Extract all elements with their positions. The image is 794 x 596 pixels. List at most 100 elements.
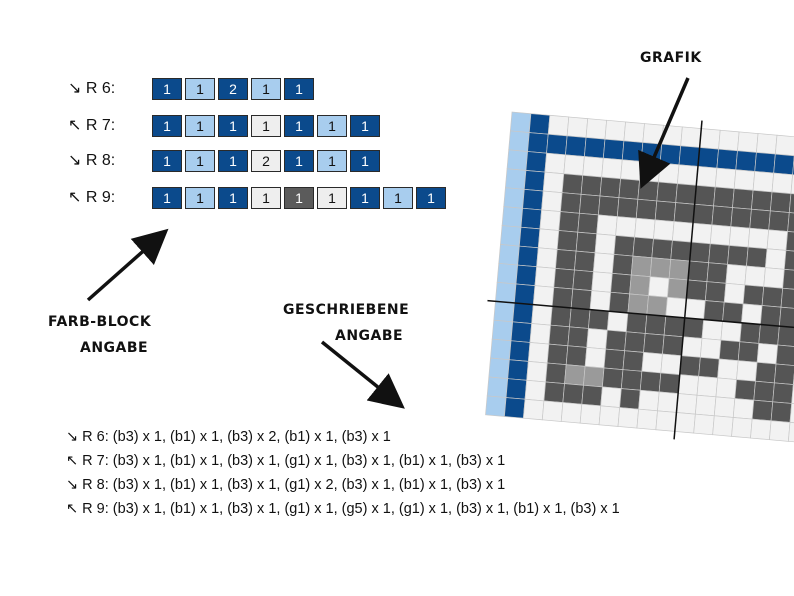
color-block-g5: 1 xyxy=(284,187,314,209)
grid-cell xyxy=(485,395,507,417)
grid-cell xyxy=(567,326,589,348)
grid-cell xyxy=(750,418,772,441)
grid-cell xyxy=(694,184,716,207)
grid-cell xyxy=(532,285,555,307)
color-block-b1: 1 xyxy=(251,78,281,100)
grid-cell xyxy=(657,391,679,413)
caption-geschriebene-angabe: ANGABE xyxy=(335,328,404,344)
grid-cell xyxy=(527,342,550,364)
grid-cell xyxy=(649,257,672,279)
row-label: ↘ R 6: xyxy=(68,80,116,97)
grid-cell xyxy=(639,370,662,393)
grid-cell xyxy=(789,403,794,425)
grid-cell xyxy=(615,216,637,238)
grid-cell xyxy=(635,198,658,221)
color-block-b1: 1 xyxy=(185,115,215,137)
grid-cell xyxy=(681,336,703,358)
grid-cell xyxy=(678,145,701,167)
grid-cell xyxy=(768,210,790,232)
grid-cell xyxy=(753,380,775,403)
grid-cell xyxy=(697,147,719,169)
grid-cell xyxy=(598,405,621,427)
grid-cell xyxy=(622,350,644,372)
grid-cell xyxy=(655,410,677,432)
grid-cell xyxy=(672,221,694,243)
color-block-b3: 1 xyxy=(284,150,314,172)
grid-cell xyxy=(723,282,746,305)
grid-cell xyxy=(584,347,607,369)
grid-cell xyxy=(780,287,794,310)
color-block-g1: 2 xyxy=(251,150,281,172)
color-block-g1: 1 xyxy=(251,115,281,137)
arrow-farb-block xyxy=(86,228,169,302)
grid-cell xyxy=(722,301,744,324)
grid-cell xyxy=(637,179,659,202)
grid-cell xyxy=(606,310,629,333)
grid-cell xyxy=(785,231,794,253)
grid-cell xyxy=(703,300,725,322)
grid-cell xyxy=(541,400,564,422)
grid-cell xyxy=(754,152,776,174)
grid-cell xyxy=(546,133,568,156)
grid-cell xyxy=(706,262,728,284)
grid-cell xyxy=(720,320,742,343)
grid-cell xyxy=(744,265,766,287)
grid-cell xyxy=(582,156,604,178)
grid-cell xyxy=(765,248,787,270)
grid-cell xyxy=(742,284,765,306)
grid-cell xyxy=(638,389,660,412)
grid-cell xyxy=(577,212,599,235)
grid-cell xyxy=(605,329,627,352)
grid-cell xyxy=(791,384,794,406)
color-block-b3: 1 xyxy=(152,115,182,137)
grid-cell xyxy=(597,195,620,217)
color-block-b1: 1 xyxy=(185,150,215,172)
grid-cell xyxy=(737,131,759,153)
grid-cell xyxy=(694,394,717,417)
grid-cell xyxy=(712,415,734,437)
grid-cell xyxy=(654,200,677,222)
grid-cell xyxy=(693,413,715,436)
grid-cell xyxy=(591,271,613,293)
grid-cell xyxy=(734,379,756,401)
grid-cell xyxy=(783,250,794,272)
grid-cell xyxy=(498,244,520,266)
grid-cell xyxy=(624,331,646,353)
grid-cell xyxy=(602,367,624,389)
color-block-b3: 1 xyxy=(152,78,182,100)
grid-cell xyxy=(561,173,584,195)
grid-cell xyxy=(556,230,579,252)
color-block-b3: 1 xyxy=(152,187,182,209)
color-block-b3: 1 xyxy=(218,150,248,172)
written-row-6: ↘ R 6: (b3) x 1, (b1) x 1, (b3) x 2, (b1… xyxy=(66,429,391,445)
grid-cell xyxy=(674,412,696,434)
grid-cell xyxy=(656,181,678,203)
grid-cell xyxy=(506,149,528,171)
grid-cell xyxy=(659,143,682,166)
grid-cell xyxy=(522,188,544,211)
grid-cell xyxy=(620,369,643,391)
grid-cell xyxy=(510,321,533,343)
grid-cell xyxy=(491,319,514,342)
grid-cell xyxy=(569,307,591,329)
grid-cell xyxy=(504,168,527,190)
color-block-b1: 1 xyxy=(317,115,347,137)
grid-cell xyxy=(617,407,639,429)
grid-cell xyxy=(584,137,606,159)
grid-cell xyxy=(735,150,757,172)
grid-cell xyxy=(711,205,733,227)
grid-cell xyxy=(536,247,558,269)
grid-cell xyxy=(572,269,594,292)
grid-cell xyxy=(670,240,692,262)
grid-cell xyxy=(653,219,675,241)
grid-cell xyxy=(749,208,771,231)
color-block-b3: 1 xyxy=(416,187,446,209)
grid-cell xyxy=(782,268,794,291)
arrow-geschriebene xyxy=(320,340,405,409)
grid-cell xyxy=(616,197,639,219)
grid-cell xyxy=(537,228,560,250)
grid-center-line-horizontal xyxy=(487,299,794,331)
